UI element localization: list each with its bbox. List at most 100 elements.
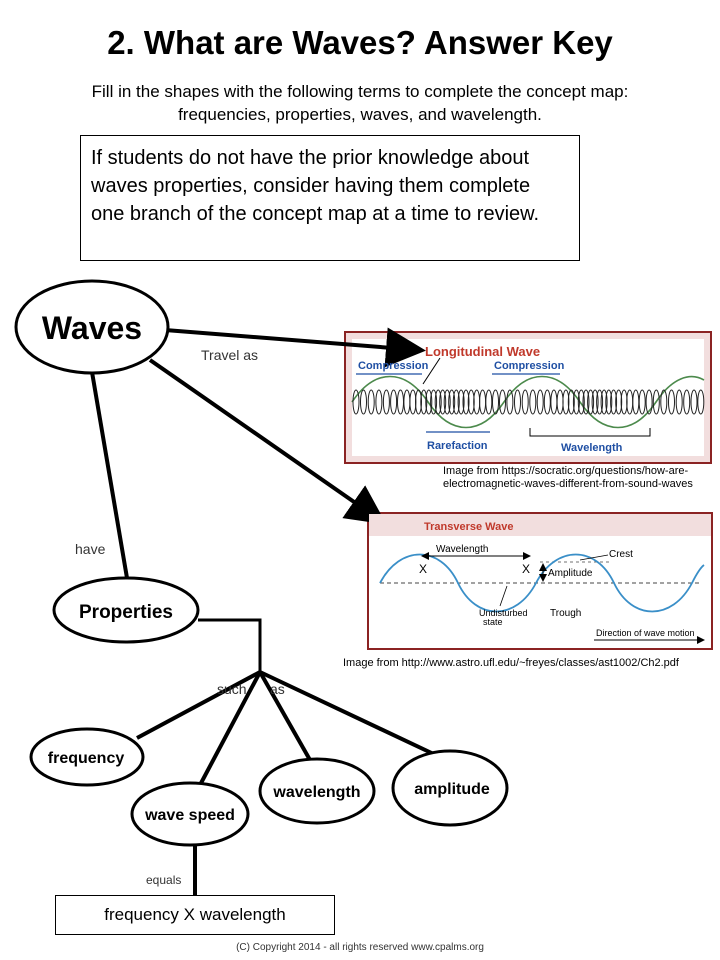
transverse-crest-pointer bbox=[579, 554, 609, 561]
node-properties: Properties bbox=[52, 576, 200, 644]
instructions: Fill in the shapes with the following te… bbox=[0, 80, 720, 126]
node-frequency: frequency bbox=[29, 727, 145, 787]
coil-loop bbox=[382, 389, 390, 415]
transverse-title: Transverse Wave bbox=[424, 521, 513, 533]
transverse-undisturbed-label-2: state bbox=[483, 617, 503, 627]
coil-loop bbox=[415, 389, 422, 415]
teacher-note-box: If students do not have the prior knowle… bbox=[80, 135, 580, 261]
coil-loop bbox=[582, 389, 590, 415]
coil-loop bbox=[600, 389, 608, 415]
line-branch-to-wave-speed bbox=[198, 671, 262, 786]
longitudinal-caption-line-2: electromagnetic-waves-different-from-sou… bbox=[443, 478, 693, 490]
coil-loop bbox=[652, 389, 660, 415]
transverse-sine-curve bbox=[379, 553, 705, 613]
link-label-equals: equals bbox=[146, 873, 181, 887]
coil-loop bbox=[683, 389, 691, 415]
node-properties-label: Properties bbox=[79, 602, 173, 623]
line-properties-to-branch bbox=[198, 618, 262, 672]
line-branch-to-amplitude bbox=[259, 670, 441, 759]
coil-loop bbox=[352, 389, 360, 415]
longitudinal-image-caption: Image from https://socratic.org/question… bbox=[443, 465, 693, 491]
coil-loop bbox=[675, 389, 683, 415]
line-branch-to-wavelength bbox=[258, 671, 312, 761]
node-amplitude: amplitude bbox=[391, 749, 509, 827]
longitudinal-caption-line-1: Image from https://socratic.org/question… bbox=[443, 465, 689, 477]
transverse-x-mark-1: X bbox=[419, 562, 427, 576]
coil-loop bbox=[638, 389, 646, 415]
line-waves-to-properties bbox=[90, 371, 129, 579]
coil-loop bbox=[367, 389, 375, 415]
coil-loop bbox=[572, 389, 580, 415]
transverse-wave-illustration: Transverse Wave X X Wavelength Crest Amp… bbox=[369, 514, 711, 644]
coil-loop bbox=[690, 389, 698, 415]
coil-loop bbox=[397, 389, 404, 415]
coil-loop bbox=[439, 389, 447, 415]
coil-loop bbox=[485, 389, 493, 415]
coil-loop bbox=[434, 389, 442, 415]
transverse-crest-label: Crest bbox=[609, 549, 633, 560]
coil-loop bbox=[403, 389, 411, 415]
arrow-waves-to-transverse bbox=[148, 358, 387, 525]
coil-loop bbox=[632, 389, 640, 415]
node-amplitude-label: amplitude bbox=[414, 781, 490, 798]
coil-loop bbox=[529, 389, 537, 415]
page-title: 2. What are Waves? Answer Key bbox=[107, 24, 613, 61]
coil-loop bbox=[506, 389, 514, 415]
coil-loop bbox=[645, 389, 653, 415]
longitudinal-wavelength-bracket bbox=[529, 428, 651, 437]
transverse-image-caption: Image from http://www.astro.ufl.edu/~fre… bbox=[343, 657, 679, 669]
coil-loop bbox=[479, 389, 487, 415]
coil-loop bbox=[660, 389, 668, 415]
coil-loop bbox=[443, 389, 451, 415]
coil-loop bbox=[390, 389, 398, 415]
coil-loop bbox=[577, 389, 585, 415]
transverse-direction-label: Direction of wave motion bbox=[596, 628, 695, 638]
link-label-such: such bbox=[217, 681, 247, 697]
coil-loop bbox=[452, 389, 460, 415]
transverse-amplitude-label: Amplitude bbox=[548, 568, 593, 579]
instructions-line-1: Fill in the shapes with the following te… bbox=[91, 82, 629, 101]
node-wavelength-label: wavelength bbox=[272, 784, 360, 801]
node-frequency-label: frequency bbox=[48, 750, 125, 767]
coil-loop bbox=[448, 389, 456, 415]
transverse-undisturbed-label-1: Undisturbed bbox=[479, 608, 528, 618]
coil-loop bbox=[360, 389, 367, 415]
longitudinal-rarefaction-label: Rarefaction bbox=[427, 440, 488, 452]
coil-loop bbox=[562, 389, 570, 415]
longitudinal-compression-label-1: Compression bbox=[358, 360, 429, 372]
coil-loop bbox=[615, 389, 623, 415]
coil-loop bbox=[514, 389, 521, 415]
coil-loop bbox=[462, 389, 470, 415]
coil-loop bbox=[492, 389, 499, 415]
node-wave-speed: wave speed bbox=[130, 781, 250, 847]
transverse-wavelength-label: Wavelength bbox=[436, 544, 488, 555]
link-label-have: have bbox=[75, 541, 106, 557]
coil-loop bbox=[567, 389, 575, 415]
node-wave-speed-label: wave speed bbox=[144, 807, 235, 824]
transverse-title-bar bbox=[369, 514, 711, 536]
coil-loop bbox=[521, 389, 529, 415]
node-waves-label: Waves bbox=[42, 310, 142, 346]
coil-loop bbox=[587, 389, 595, 415]
transverse-x-mark-2: X bbox=[522, 562, 530, 576]
coil-loop bbox=[626, 389, 634, 415]
coil-loop bbox=[430, 389, 438, 415]
coil-loop bbox=[420, 389, 428, 415]
longitudinal-sine-curve bbox=[351, 375, 705, 429]
formula-box: frequency X wavelength bbox=[55, 895, 335, 935]
coil-loop bbox=[591, 389, 599, 415]
coil-loop bbox=[543, 389, 551, 415]
longitudinal-title: Longitudinal Wave bbox=[425, 344, 540, 359]
longitudinal-compression-label-2: Compression bbox=[494, 360, 565, 372]
line-branch-to-frequency bbox=[136, 670, 261, 740]
node-waves: Waves bbox=[14, 279, 170, 375]
longitudinal-title-pointer bbox=[422, 357, 441, 385]
coil-loop bbox=[550, 389, 558, 415]
coil-loop bbox=[536, 389, 544, 415]
coil-loop bbox=[697, 389, 705, 415]
coil-loop bbox=[556, 389, 564, 415]
arrow-waves-to-longitudinal bbox=[164, 327, 426, 368]
longitudinal-coils bbox=[352, 389, 705, 415]
coil-loop bbox=[375, 389, 383, 415]
